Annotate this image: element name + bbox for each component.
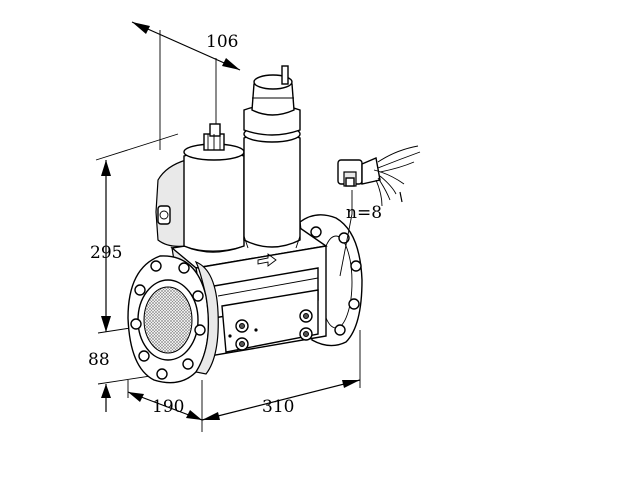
test-ports (228, 309, 313, 351)
dimension-label-295: 295 (90, 243, 122, 263)
connector-label-n8: n=8 (346, 203, 382, 223)
solenoid-coil-left (155, 123, 245, 253)
dimension-top-width: 106 (131, 21, 241, 150)
solenoid-coil-right (243, 65, 301, 249)
cable-connector: n=8 (337, 145, 421, 277)
dimension-length: 310 (201, 330, 361, 432)
flow-arrow-icon (257, 253, 277, 267)
front-flange (127, 255, 219, 384)
dimension-depth: 190 (127, 380, 203, 421)
inlet-screen (143, 286, 193, 354)
dimension-label-106: 106 (206, 32, 238, 52)
dimension-label-190: 190 (152, 397, 184, 417)
dimension-label-88: 88 (88, 350, 110, 370)
dimension-label-310: 310 (262, 397, 294, 417)
dimension-height-upper: 295 (90, 133, 179, 334)
